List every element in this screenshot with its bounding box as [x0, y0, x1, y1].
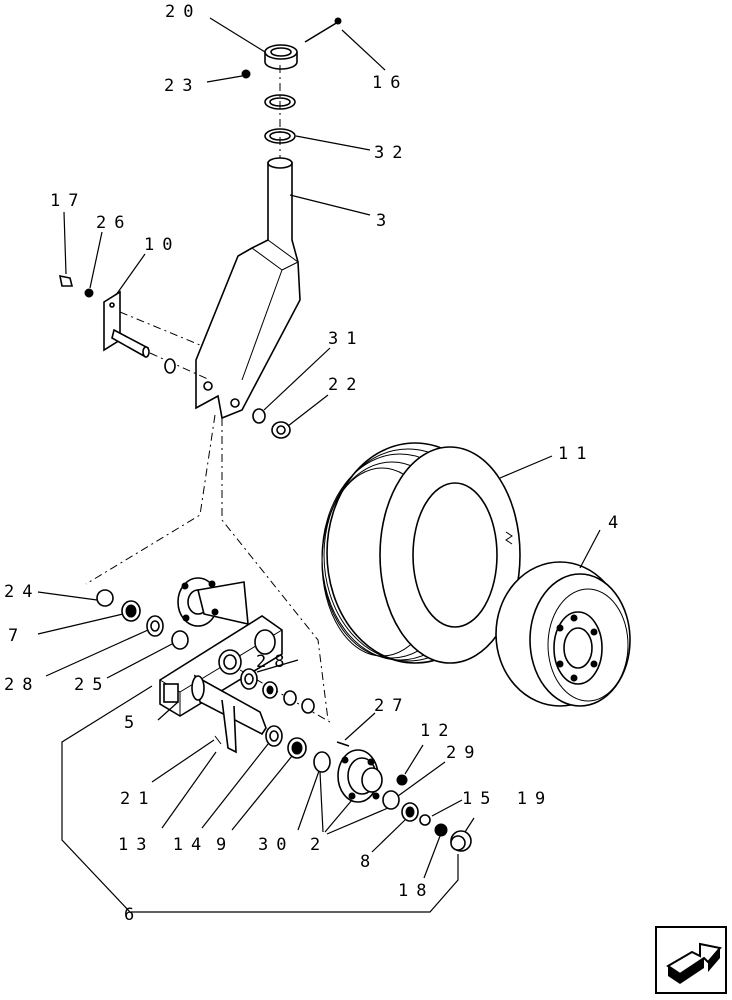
part-bearing-7 — [121, 600, 141, 622]
pin-axis-line — [119, 311, 201, 346]
part-bolt-17 — [58, 274, 74, 287]
part-nut-18 — [434, 823, 448, 837]
connector-line-left — [85, 414, 216, 585]
connector-line-right — [221, 418, 329, 721]
part-washer-31 — [252, 408, 266, 424]
label-6: 6 — [124, 905, 142, 925]
part-stud-27 — [336, 741, 350, 747]
part-bearing-8 — [401, 802, 419, 822]
part-bushing-25 — [171, 630, 189, 650]
label-4: 4 — [608, 513, 626, 533]
part-pin-10 — [103, 290, 150, 358]
label-10: 10 — [144, 235, 180, 255]
part-wheel-rim-4 — [495, 561, 631, 707]
part-washer-26 — [84, 288, 94, 298]
label-16: 16 — [372, 73, 408, 93]
part-upper-hub — [177, 577, 249, 627]
part-nut-12 — [396, 774, 408, 786]
label-28a: 28 — [4, 675, 40, 695]
part-washer-15 — [419, 814, 431, 826]
label-26: 26 — [96, 213, 132, 233]
part-nut-23 — [241, 69, 251, 79]
part-stub-spindle-6 — [191, 674, 267, 754]
label-5: 5 — [124, 713, 142, 733]
part-collar-20 — [264, 44, 298, 70]
part-bushing — [164, 358, 176, 374]
pin-axis-line-2 — [149, 352, 211, 381]
part-small-bearings — [262, 681, 315, 714]
label-29: 29 — [446, 743, 482, 763]
part-dust-cap-19 — [450, 830, 472, 852]
label-9: 9 — [216, 835, 234, 855]
label-27: 27 — [374, 696, 410, 716]
part-spindle-arm-3 — [195, 157, 301, 420]
label-23: 23 — [164, 76, 200, 96]
leader-lines — [37, 17, 601, 913]
label-15-19: 15 19 — [462, 789, 553, 809]
label-3: 3 — [376, 211, 394, 231]
label-25: 25 — [74, 675, 110, 695]
label-30: 30 — [258, 835, 294, 855]
part-axle-frame-5 — [159, 615, 283, 717]
label-17: 17 — [50, 191, 86, 211]
part-washer-29 — [382, 790, 400, 810]
label-12: 12 — [420, 721, 456, 741]
part-hub-2 — [337, 749, 383, 803]
part-nut-22 — [271, 421, 291, 439]
part-washers-32 — [264, 94, 296, 144]
label-24: 24 — [4, 582, 40, 602]
part-seal-24 — [96, 589, 114, 607]
next-page-arrow-icon[interactable] — [655, 926, 727, 994]
label-21: 21 — [120, 789, 156, 809]
label-7: 7 — [8, 626, 26, 646]
label-13-14: 13 14 — [118, 835, 209, 855]
label-8: 8 — [360, 852, 378, 872]
label-20: 20 — [165, 2, 201, 22]
label-18: 18 — [398, 881, 434, 901]
part-cotter-21 — [214, 735, 222, 745]
part-cup-30 — [313, 751, 331, 773]
part-bearing-9 — [287, 737, 307, 759]
label-2: 2 — [310, 835, 328, 855]
label-32: 32 — [374, 143, 410, 163]
part-cup-28b — [240, 668, 258, 690]
part-tire-11 — [321, 442, 521, 664]
label-31: 31 — [328, 329, 364, 349]
part-seal-14 — [265, 725, 283, 747]
part-cup-28a — [146, 615, 164, 637]
label-11: 11 — [558, 444, 594, 464]
label-22: 22 — [328, 375, 364, 395]
label-28b: 28 — [256, 652, 292, 672]
part-bolt-16 — [304, 17, 342, 43]
